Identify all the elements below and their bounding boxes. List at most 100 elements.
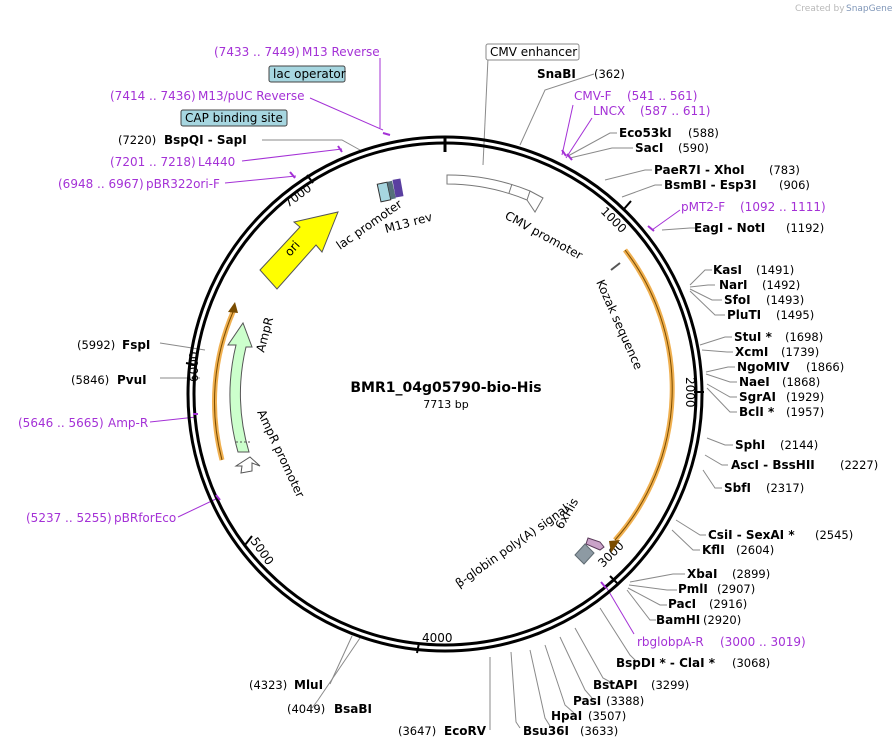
- lac-operator-mark: [387, 180, 396, 200]
- site-bsu36i: Bsu36I (3633): [523, 724, 618, 738]
- site-mlui: MluI(4323): [249, 678, 323, 692]
- svg-text:BsaBI: BsaBI: [334, 702, 372, 716]
- tick-label: 7000: [281, 181, 314, 211]
- svg-text:(541 .. 561): (541 .. 561): [627, 89, 697, 103]
- svg-text:(3299): (3299): [651, 678, 689, 692]
- credit-brand: SnapGene: [846, 4, 893, 14]
- site-kfli: KflI(2604): [702, 543, 774, 557]
- site-xbai: XbaI(2899): [687, 567, 770, 581]
- boxed-feature-lac-operator: lac operator: [268, 65, 346, 83]
- svg-text:(5646 .. 5665): (5646 .. 5665): [18, 416, 104, 430]
- svg-text:pBRforEco: pBRforEco: [114, 511, 176, 525]
- svg-text:L4440: L4440: [198, 155, 235, 169]
- feature-label-ampr-promoter: AmpR promoter: [254, 407, 307, 499]
- svg-text:(7414 .. 7436): (7414 .. 7436): [110, 89, 196, 103]
- site-hpai: HpaI(3507): [551, 709, 626, 723]
- site-bsmbi-esp3i: BsmBI - Esp3I(906): [664, 178, 810, 192]
- svg-text:SacI: SacI: [635, 141, 663, 155]
- svg-text:(3388): (3388): [606, 694, 644, 708]
- primer-marks: [193, 132, 655, 589]
- primer-pbrforeco: pBRforEco(5237 .. 5255): [26, 511, 176, 525]
- svg-text:KflI: KflI: [702, 543, 725, 557]
- svg-text:(783): (783): [769, 163, 800, 177]
- svg-text:PacI: PacI: [668, 597, 696, 611]
- svg-text:(3000 .. 3019): (3000 .. 3019): [720, 635, 806, 649]
- svg-text:CsiI - SexAI *: CsiI - SexAI *: [708, 528, 795, 542]
- site-bsabi: BsaBI(4049): [287, 702, 372, 716]
- svg-text:SfoI: SfoI: [724, 293, 751, 307]
- svg-text:NarI: NarI: [719, 278, 748, 292]
- site-fspi: FspI(5992): [77, 338, 150, 352]
- credit-prefix: Created by: [795, 4, 845, 14]
- site-snabi: SnaBI(362): [537, 67, 625, 81]
- site-sfoi: SfoI(1493): [724, 293, 804, 307]
- svg-text:(1698): (1698): [785, 330, 823, 344]
- svg-text:SphI: SphI: [735, 438, 765, 452]
- svg-text:M13/pUC Reverse: M13/pUC Reverse: [198, 89, 305, 103]
- site-asci-bsshii: AscI - BssHII(2227): [731, 458, 878, 472]
- his-tag-mark: [585, 537, 605, 551]
- svg-text:(2227): (2227): [840, 458, 878, 472]
- site-bcli: BclI *(1957): [739, 405, 824, 419]
- primer-l4440: L4440(7201 .. 7218): [110, 155, 235, 169]
- svg-text:PluTI: PluTI: [727, 308, 761, 322]
- svg-text:BsmBI - Esp3I: BsmBI - Esp3I: [664, 178, 756, 192]
- svg-text:(7220): (7220): [118, 133, 156, 147]
- site-kasi: KasI(1491): [713, 263, 794, 277]
- svg-text:(2144): (2144): [780, 438, 818, 452]
- svg-text:NaeI: NaeI: [739, 375, 770, 389]
- primer-pmt2-f: pMT2-F(1092 .. 1111): [681, 200, 826, 214]
- svg-text:rbglobpA-R: rbglobpA-R: [637, 635, 704, 649]
- svg-text:(2317): (2317): [766, 481, 804, 495]
- svg-text:(2545): (2545): [815, 528, 853, 542]
- orf-arc-right: [613, 248, 675, 542]
- svg-text:XbaI: XbaI: [687, 567, 717, 581]
- ampr-arrow: [227, 321, 253, 453]
- svg-text:Amp-R: Amp-R: [108, 416, 148, 430]
- svg-text:LNCX: LNCX: [593, 104, 625, 118]
- svg-text:FspI: FspI: [122, 338, 150, 352]
- svg-text:BspQI - SapI: BspQI - SapI: [164, 133, 247, 147]
- tick-label: 2000: [683, 377, 697, 408]
- primer-cmv-f: CMV-F (541 .. 561): [574, 89, 697, 103]
- svg-text:(4323): (4323): [249, 678, 287, 692]
- svg-text:pMT2-F: pMT2-F: [681, 200, 725, 214]
- svg-text:CMV-F: CMV-F: [574, 89, 612, 103]
- lac-promoter-mark: [376, 181, 392, 203]
- site-pluti: PluTI(1495): [727, 308, 814, 322]
- svg-text:HpaI: HpaI: [551, 709, 582, 723]
- boxed-feature-cmv-enhancer: CMV enhancer: [485, 43, 580, 61]
- site-stui: StuI *(1698): [734, 330, 823, 344]
- svg-text:(1192): (1192): [786, 221, 824, 235]
- site-eco53ki: Eco53kI(588): [619, 126, 719, 140]
- svg-text:PmlI: PmlI: [678, 582, 708, 596]
- svg-text:EcoRV: EcoRV: [444, 724, 487, 738]
- site-bamhi: BamHI(2920): [656, 613, 741, 627]
- site-pasi: PasI(3388): [573, 694, 644, 708]
- site-bstapi: BstAPI(3299): [593, 678, 689, 692]
- svg-text:(5237 .. 5255): (5237 .. 5255): [26, 511, 112, 525]
- svg-text:SbfI: SbfI: [724, 481, 751, 495]
- ampr-promoter-arrow: [234, 456, 261, 474]
- boxed-feature-label: lac operator: [273, 67, 346, 81]
- svg-text:(1739): (1739): [781, 345, 819, 359]
- svg-text:(5846): (5846): [71, 373, 109, 387]
- svg-text:SgrAI: SgrAI: [739, 390, 776, 404]
- svg-text:Bsu36I: Bsu36I: [523, 724, 569, 738]
- svg-text:(3633): (3633): [580, 724, 618, 738]
- svg-text:(7201 .. 7218): (7201 .. 7218): [110, 155, 196, 169]
- svg-text:EagI - NotI: EagI - NotI: [694, 221, 765, 235]
- primer-lncx: LNCX(587 .. 611): [593, 104, 710, 118]
- svg-text:(3647): (3647): [398, 724, 436, 738]
- site-paer7i-xhoi: PaeR7I - XhoI(783): [654, 163, 800, 177]
- site-leaders: [159, 57, 737, 730]
- svg-text:(2916): (2916): [709, 597, 747, 611]
- cmv-promoter-arrow: [446, 174, 544, 213]
- svg-text:(2920): (2920): [703, 613, 741, 627]
- site-eagi-noti: EagI - NotI (1192): [694, 221, 824, 235]
- site-bspqi-sapi: BspQI - SapI (7220): [118, 133, 247, 147]
- site-bspdi-clai: BspDI * - ClaI *(3068): [616, 656, 770, 670]
- primer-m13-puc-reverse: M13/pUC Reverse(7414 .. 7436): [110, 89, 305, 103]
- feature-label-polya: β-globin poly(A) signal: [453, 502, 572, 591]
